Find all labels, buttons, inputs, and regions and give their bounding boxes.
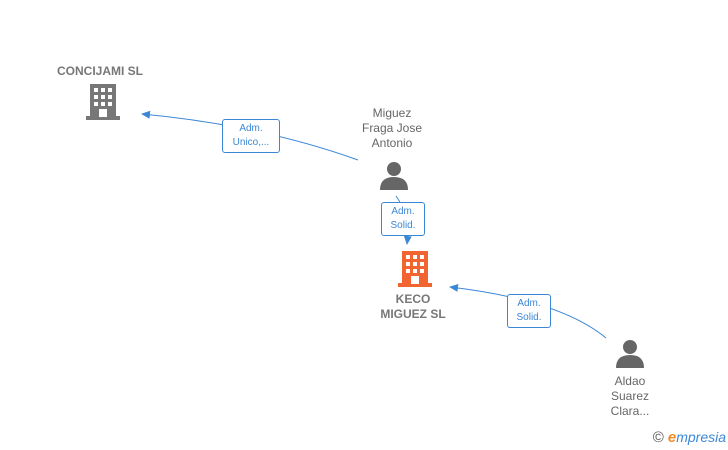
edge-label-adm-unico: Adm. Unico,... <box>222 119 280 153</box>
building-icon[interactable] <box>86 84 120 120</box>
building-icon[interactable] <box>398 251 432 287</box>
node-label-concijami[interactable]: CONCIJAMI SL <box>56 64 143 78</box>
brand-watermark: ©empresia <box>653 429 726 446</box>
brand-logo: e <box>667 429 677 446</box>
node-label-keco[interactable]: KECO MIGUEZ SL <box>380 292 446 321</box>
edge-label-adm-solid: Adm. Solid. <box>507 294 551 328</box>
person-icon[interactable] <box>379 160 409 190</box>
edge-label-adm-solid: Adm. Solid. <box>381 202 425 236</box>
person-icon[interactable] <box>615 338 645 368</box>
copyright-icon: © <box>652 429 664 446</box>
brand-name: mpresia <box>676 429 726 445</box>
node-label-aldao[interactable]: Aldao Suarez Clara... <box>610 374 650 418</box>
node-label-miguez[interactable]: Miguez Fraga Jose Antonio <box>361 106 423 150</box>
